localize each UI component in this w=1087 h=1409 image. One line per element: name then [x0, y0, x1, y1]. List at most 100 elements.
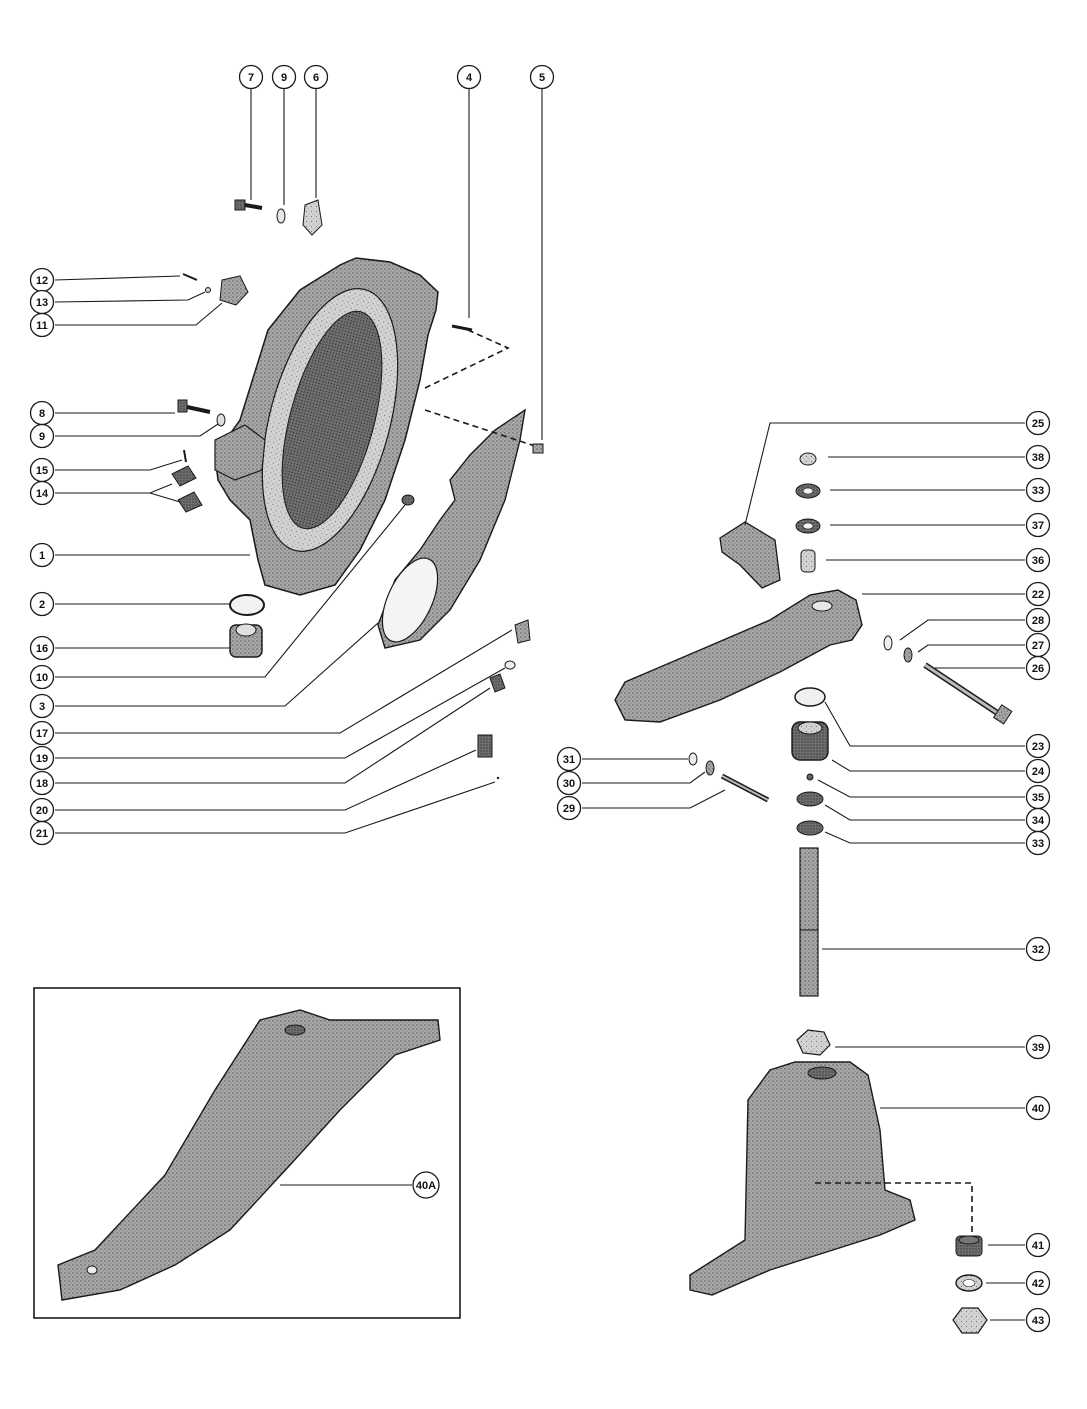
callout-1: 1: [29, 542, 250, 568]
callout-label: 38: [1032, 452, 1044, 464]
tag-20: [477, 734, 493, 758]
callout-circle: [1025, 1095, 1051, 1121]
washer-33-bottom: [796, 820, 824, 836]
callout-circle: [529, 64, 555, 90]
callout-leader-line: [55, 629, 513, 734]
callout-19: 19: [29, 667, 506, 771]
washer-30: [705, 760, 715, 776]
callout-label: 33: [1032, 838, 1044, 850]
callout-41: 41: [988, 1232, 1051, 1258]
callout-circle: [29, 591, 55, 617]
callout-leader-line: [55, 622, 379, 707]
callout-5: 5: [529, 64, 555, 440]
callout-label: 6: [313, 72, 319, 84]
callout-circle: [1025, 477, 1051, 503]
nut-39: [796, 1029, 831, 1056]
callout-leader-line: [55, 687, 491, 784]
callout-label: 28: [1032, 615, 1044, 627]
callout-leader-line: [149, 492, 181, 503]
nut-41: [955, 1235, 983, 1257]
mount-bracket-25: [719, 521, 781, 589]
washer-37-hole: [802, 522, 814, 530]
callout-leader-line: [55, 483, 173, 494]
callout-label: 26: [1032, 663, 1044, 675]
callout-29: 29: [556, 789, 726, 821]
washer-34: [796, 791, 824, 807]
assembly-guide-line: [815, 1182, 973, 1240]
callout-label: 8: [39, 408, 45, 420]
callout-33: 33: [824, 830, 1051, 856]
bushing-24: [791, 721, 829, 761]
arm-hole: [811, 600, 833, 612]
callout-42: 42: [986, 1270, 1051, 1296]
callout-circle: [1025, 607, 1051, 633]
plug-10: [401, 494, 415, 506]
callout-leader-line: [55, 423, 219, 437]
callout-leader-line: [55, 302, 223, 326]
clip-11: [219, 275, 249, 306]
callout-14: 14: [29, 480, 181, 506]
callout-label: 33: [1032, 485, 1044, 497]
flywheel-housing-group: [171, 199, 544, 780]
callout-label: 15: [36, 465, 48, 477]
callout-circle: [556, 770, 582, 796]
nut-5: [532, 443, 544, 454]
callout-43: 43: [990, 1307, 1051, 1333]
callout-40: 40: [880, 1095, 1051, 1121]
callout-leader-line: [55, 459, 183, 471]
cap-17: [514, 619, 531, 644]
callout-label: 14: [36, 488, 49, 500]
housing-lug: [214, 424, 266, 481]
callout-circle: [1025, 581, 1051, 607]
callout-label: 20: [36, 805, 48, 817]
housing-inner-ring: [281, 310, 383, 530]
callout-40A: 40A: [280, 1171, 440, 1199]
stud-32: [799, 847, 819, 997]
callout-26: 26: [935, 655, 1051, 681]
callout-12: 12: [29, 267, 181, 293]
callout-label: 32: [1032, 944, 1044, 956]
callout-label: 40A: [416, 1180, 436, 1192]
callout-17: 17: [29, 629, 513, 746]
bolt-8: [177, 399, 211, 414]
callout-38: 38: [828, 444, 1051, 470]
callout-label: 12: [36, 275, 48, 287]
cover-opening: [381, 557, 439, 643]
callout-leader-line: [824, 831, 1025, 844]
callout-circle: [271, 64, 297, 90]
callout-31: 31: [556, 746, 688, 772]
bushing-16: [229, 623, 263, 658]
callout-circle: [556, 746, 582, 772]
callout-label: 16: [36, 643, 48, 655]
callout-8: 8: [29, 400, 175, 426]
callout-circle: [1025, 512, 1051, 538]
washer-13: [205, 287, 211, 293]
callout-label: 39: [1032, 1042, 1044, 1054]
callout-15: 15: [29, 457, 183, 483]
callout-label: 24: [1032, 766, 1045, 778]
callout-37: 37: [830, 512, 1051, 538]
callout-leader-line: [817, 779, 1025, 798]
callout-circle: [303, 64, 329, 90]
callout-circle: [29, 720, 55, 746]
washer-28: [883, 635, 893, 651]
nut-43: [952, 1307, 988, 1334]
callout-leader-line: [55, 749, 477, 811]
mount-base-40: [689, 1061, 916, 1296]
callout-24: 24: [831, 758, 1051, 784]
callout-circle: [456, 64, 482, 90]
callout-label: 11: [36, 320, 48, 332]
mount-base-40A: [57, 1009, 441, 1301]
callout-circle: [1025, 758, 1051, 784]
washer-19: [504, 660, 516, 670]
callout-label: 35: [1032, 792, 1044, 804]
callout-label: 1: [39, 550, 45, 562]
callout-32: 32: [822, 936, 1051, 962]
callout-circle: [29, 480, 55, 506]
washer-9-top: [276, 208, 286, 224]
callout-circle: [556, 795, 582, 821]
callout-label: 36: [1032, 555, 1044, 567]
washer-9-mid: [216, 413, 226, 427]
